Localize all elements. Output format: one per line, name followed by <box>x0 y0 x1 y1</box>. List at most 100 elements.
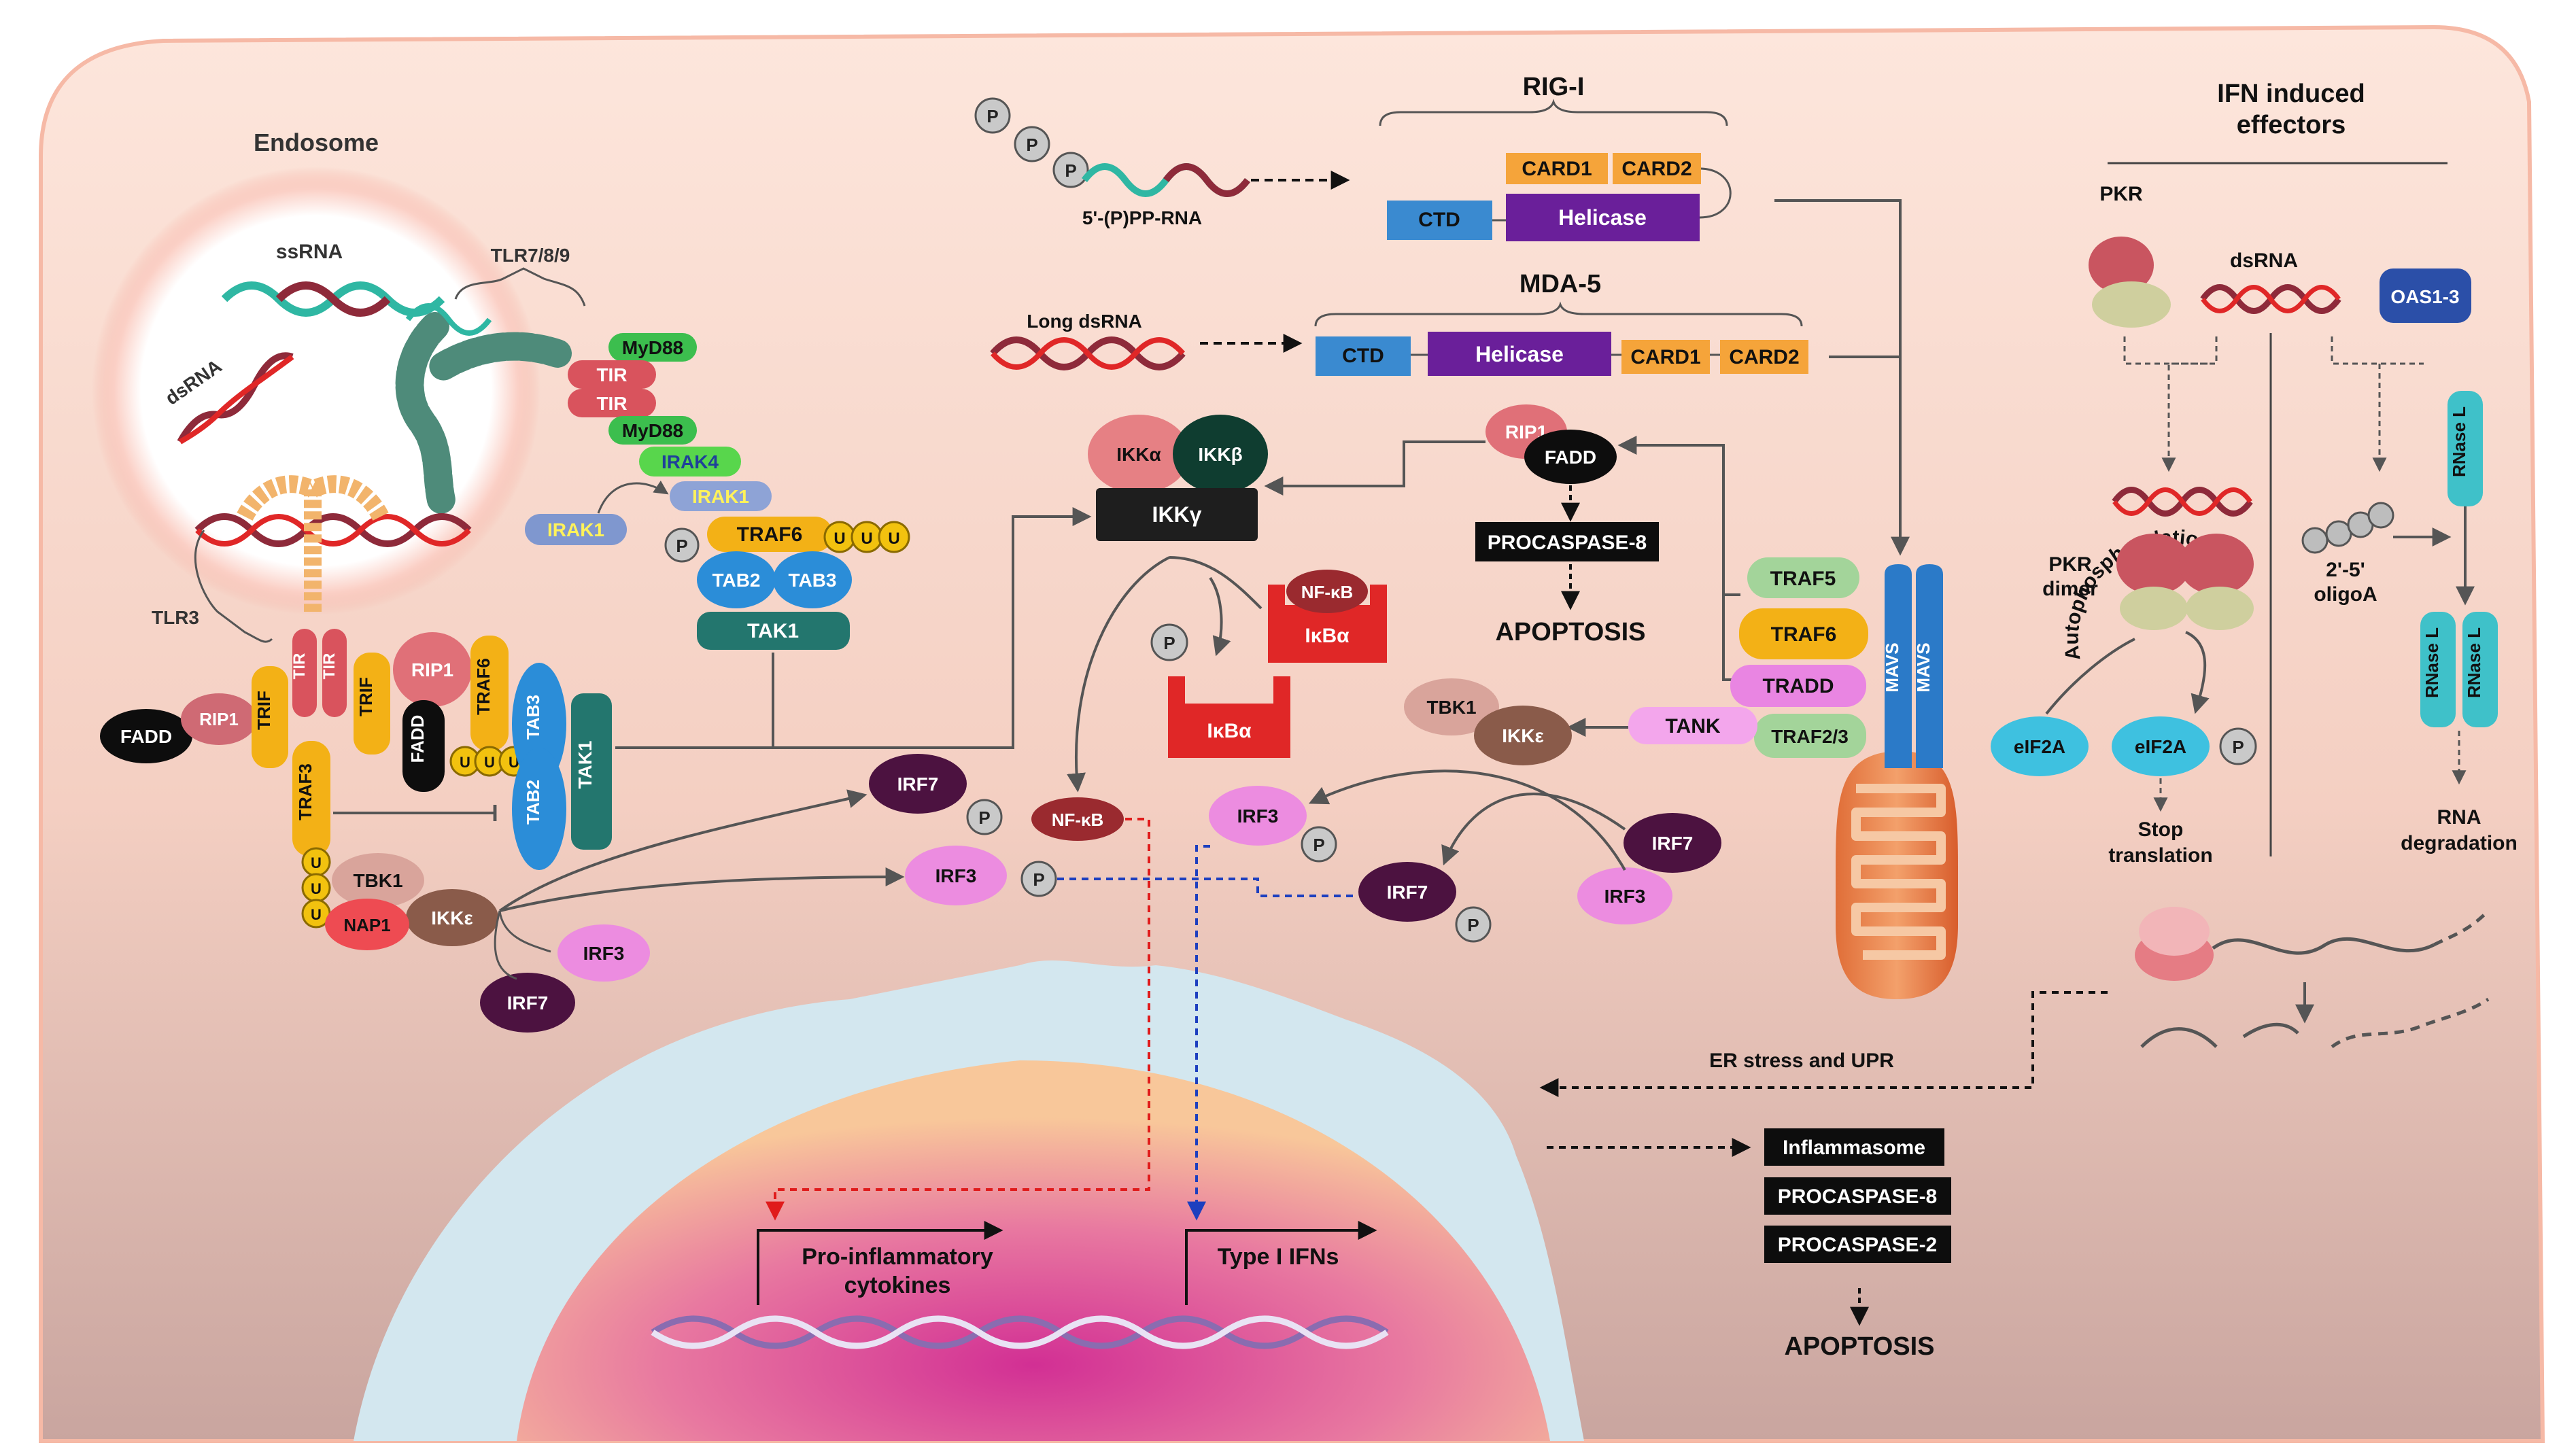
ikke-mavs-to-irf7-b <box>1441 793 1626 866</box>
rig-i-helicase <box>1506 194 1700 241</box>
procaspase8-lower-box <box>1764 1177 1951 1215</box>
ub-traf3-3-label: U <box>311 906 322 923</box>
ikk-to-nfkb <box>1067 556 1170 793</box>
proinflammatory-line2: cytokines <box>844 1272 951 1298</box>
ssrna-strand-b <box>275 281 391 317</box>
irf3-trif-label: IRF3 <box>583 943 625 964</box>
trif-pathway: FADD RIP1 TRIF TIR TIR TRIF RIP1 FADD TR… <box>100 629 650 1033</box>
rig-i-p1-label: P <box>986 106 998 126</box>
mda-5: MDA-5 Long dsRNA CTD Helicase CARD1 CARD… <box>990 270 1808 376</box>
procaspase2-label: PROCASPASE-2 <box>1778 1234 1938 1256</box>
ikkb <box>1173 415 1268 493</box>
inflammasome-label: Inflammasome <box>1783 1137 1925 1159</box>
ikba-free-label: IκBα <box>1207 720 1252 742</box>
oligoa-line2: oligoA <box>2314 583 2377 606</box>
ikk-complex: IKKα IKKβ IKKγ NF-κB IκBα P IκBα NF-κB <box>1031 415 1387 841</box>
ub-trif-2-label: U <box>484 754 495 771</box>
irak1-free <box>525 514 627 545</box>
dsrna-effector-b <box>2201 285 2341 313</box>
ribosome-large <box>2139 907 2210 956</box>
mda-5-card1-label: CARD1 <box>1630 346 1700 368</box>
mrna-fragment-2 <box>2242 1022 2299 1039</box>
ikba-bound-label: IκBα <box>1305 625 1350 647</box>
traf6-myd88-label: TRAF6 <box>737 523 803 546</box>
rig-i-helicase-label: Helicase <box>1558 205 1647 230</box>
irf3-a-phospho <box>1020 861 1057 897</box>
irak1-free-label: IRAK1 <box>547 519 604 540</box>
tlr3-bracket <box>194 530 273 643</box>
rnasel-2 <box>2420 612 2456 727</box>
irak1-phospho <box>664 527 700 563</box>
promoter-arrow-1 <box>757 1221 1003 1305</box>
rig-i-p2-label: P <box>1026 135 1037 155</box>
mda-5-card2 <box>1720 340 1808 374</box>
tab2-trif <box>512 748 566 870</box>
irak1-release-arrow <box>597 480 669 514</box>
tir-a <box>292 629 317 717</box>
tab2-myd88 <box>697 551 776 608</box>
eif2a-phospho-label: P <box>2232 737 2244 757</box>
tir-1-label: TIR <box>596 364 627 385</box>
traf23-label: TRAF2/3 <box>1771 726 1849 747</box>
rip1-left-label: RIP1 <box>199 709 239 729</box>
ikke-mavs <box>1474 706 1572 765</box>
oligoa-line1: 2'-5' <box>2326 559 2365 581</box>
oas <box>2380 268 2471 323</box>
irf-to-nucleus-a <box>1057 878 1356 897</box>
stop-translation-line2: translation <box>2108 844 2212 867</box>
ikba-phospho-label: P <box>1163 633 1175 653</box>
tlr789-ectodomain-1 <box>395 312 456 517</box>
procaspase8-lower-label: PROCASPASE-8 <box>1778 1185 1938 1208</box>
myd88-pathway: MyD88 TIR TIR MyD88 IRAK4 IRAK1 IRAK1 P … <box>525 333 910 650</box>
er-stress-arrow <box>1539 991 2108 1097</box>
eif2a-1 <box>1991 716 2089 776</box>
ikba-phospho <box>1150 623 1188 661</box>
ssrna-label: ssRNA <box>276 241 343 263</box>
mda-5-helicase-label: Helicase <box>1475 342 1564 366</box>
ikba-release <box>1209 576 1231 657</box>
endosome-label: Endosome <box>254 128 379 156</box>
mitochondrial-cristae <box>1851 784 1946 960</box>
tlr789-receptor <box>395 303 572 517</box>
procaspase8-upper <box>1475 522 1659 561</box>
pkr-dsrbd <box>2092 281 2171 328</box>
rnasel-3-label: RNase L <box>2464 627 2484 698</box>
tbk1-trif-label: TBK1 <box>353 870 402 891</box>
ub-1-label: U <box>834 530 845 548</box>
tbk1-to-irf7 <box>494 910 517 980</box>
ikke-mavs-to-irf3-b <box>1308 769 1626 871</box>
mda-5-helicase <box>1428 332 1611 376</box>
mda-5-title: MDA-5 <box>1519 270 1601 298</box>
mda-5-ctd <box>1316 336 1411 376</box>
ub-trif-1-label: U <box>460 754 470 771</box>
ikke-trif <box>406 889 498 946</box>
pkr-dimer-line1: PKR <box>2048 553 2092 576</box>
tab3-trif <box>512 663 566 785</box>
tak1-trif <box>571 693 612 850</box>
rig-i-ctd <box>1387 201 1492 240</box>
rig-i-ctd-label: CTD <box>1418 209 1460 231</box>
mrna-fragment-3 <box>2331 997 2490 1049</box>
mda-5-dsrna-b <box>990 337 1186 370</box>
rig-i-card2 <box>1613 153 1701 184</box>
fadd-dark <box>402 700 445 792</box>
irf7-b <box>1358 862 1456 922</box>
nfkb-bound-label: NF-κB <box>1301 582 1354 602</box>
trif-left <box>252 666 288 768</box>
traf5 <box>1747 557 1859 598</box>
rig-i-card1-label: CARD1 <box>1522 158 1592 180</box>
oas-to-oligoa <box>2331 336 2424 469</box>
mda-5-rna-label: Long dsRNA <box>1027 311 1142 332</box>
tak1-trif-label: TAK1 <box>574 740 596 788</box>
pkr-to-eif2a <box>2045 638 2135 715</box>
tlr3-dsrna-a <box>194 513 472 547</box>
trif-left-label: TRIF <box>254 691 274 730</box>
irf7-a-phospho-label: P <box>978 808 990 828</box>
tlr789-label: TLR7/8/9 <box>491 245 570 266</box>
ikba-complex <box>1268 585 1387 663</box>
fadd-mavs-label: FADD <box>1545 447 1596 468</box>
nap1 <box>325 899 409 950</box>
type1-ifns-label: Type I IFNs <box>1218 1244 1339 1270</box>
